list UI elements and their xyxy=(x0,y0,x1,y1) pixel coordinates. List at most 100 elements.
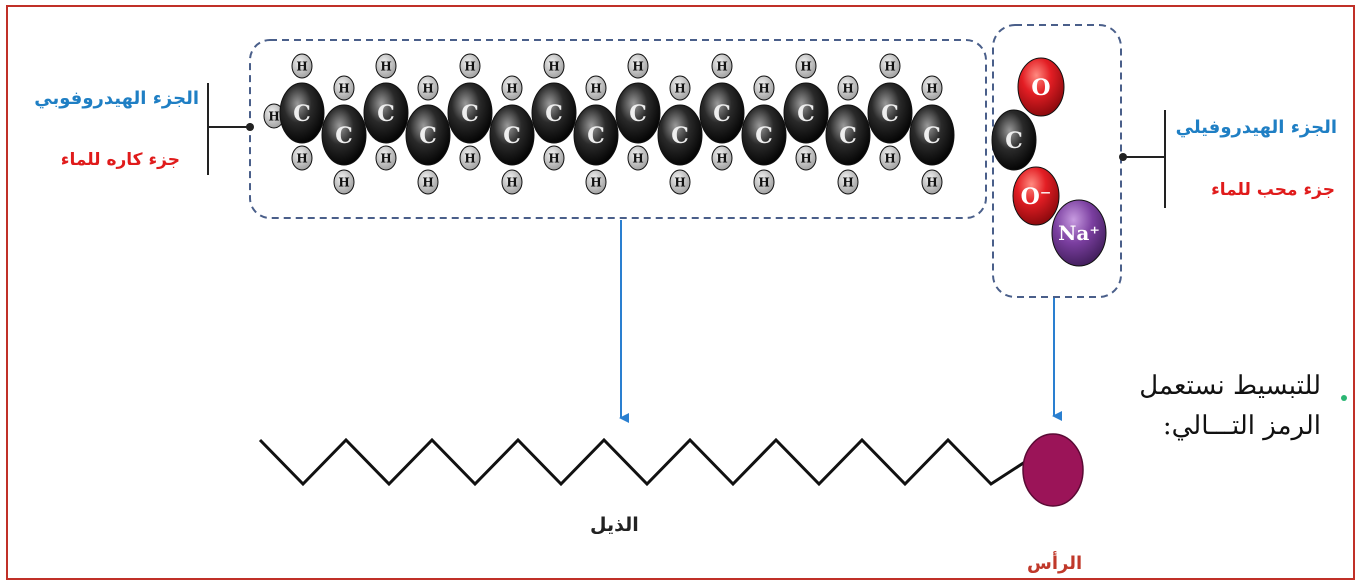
sodium-ion: Na⁺ xyxy=(1051,199,1107,267)
hydrogen-atom-symbol: H xyxy=(926,175,937,189)
hydrogen-atom-symbol: H xyxy=(548,59,559,73)
hydrogen-atom-symbol: H xyxy=(800,151,811,165)
carbon-atom-symbol: C xyxy=(671,123,689,149)
hydrogen-atom: H xyxy=(753,169,775,195)
hydrogen-atom: H xyxy=(753,75,775,101)
hydrogen-atom-shape xyxy=(711,145,733,171)
hydrogen-atom: H xyxy=(291,145,313,171)
carbon-atom-symbol: C xyxy=(923,123,941,149)
hydrogen-atom-shape xyxy=(879,145,901,171)
head-label: الرأس xyxy=(1027,553,1083,574)
hydrogen-atom-symbol: H xyxy=(422,81,433,95)
hydrogen-atom: H xyxy=(291,53,313,79)
carbon-atom: C xyxy=(699,82,745,144)
hydrogen-atom-shape xyxy=(753,169,775,195)
hydrogen-atom-shape xyxy=(795,145,817,171)
hydrogen-atom: H xyxy=(543,145,565,171)
hydrogen-atom: H xyxy=(711,145,733,171)
hydrogen-atom-shape xyxy=(627,53,649,79)
hydrogen-atom-shape xyxy=(333,169,355,195)
carbon-atom-symbol: C xyxy=(293,101,311,127)
hydrogen-atom-symbol: H xyxy=(590,175,601,189)
carbon-atom-shape xyxy=(657,104,703,166)
carbon-atom: C xyxy=(405,104,451,166)
hydrogen-atom-symbol: H xyxy=(380,151,391,165)
hydrogen-atom: H xyxy=(627,145,649,171)
note-text: للتبسيط نستعمل الرمز التـــالي: xyxy=(1139,366,1321,446)
diagram-frame xyxy=(6,5,1355,580)
hydrogen-atom-shape xyxy=(879,53,901,79)
hydrogen-atom-symbol: H xyxy=(758,81,769,95)
carbon-atom-shape xyxy=(279,82,325,144)
hydrogen-atom-symbol: H xyxy=(716,59,727,73)
carbon-atom-shape xyxy=(867,82,913,144)
tail-label: الذيل xyxy=(590,514,639,536)
hydrogen-atom-symbol: H xyxy=(422,175,433,189)
hydrogen-atom: H xyxy=(627,53,649,79)
water-attracting-label: جزء محب للماء xyxy=(1211,180,1335,200)
hydrogen-atom: H xyxy=(417,169,439,195)
hydrogen-atom: H xyxy=(711,53,733,79)
carbon-atom-symbol: C xyxy=(503,123,521,149)
hydrogen-atom: H xyxy=(921,169,943,195)
carbon-atom: C xyxy=(321,104,367,166)
head-circle xyxy=(1022,433,1084,507)
hydrogen-atom-symbol: H xyxy=(842,81,853,95)
carbon-atom: C xyxy=(615,82,661,144)
hydrogen-atom-symbol: H xyxy=(716,151,727,165)
hydrogen-atom: H xyxy=(921,75,943,101)
hydrogen-atom: H xyxy=(501,169,523,195)
hydrogen-atom-symbol: H xyxy=(884,151,895,165)
hydrogen-atom-shape xyxy=(627,145,649,171)
hydrogen-atom-shape xyxy=(333,75,355,101)
carbon-atom-shape xyxy=(531,82,577,144)
carbon-atom-symbol: C xyxy=(881,101,899,127)
hydrogen-atom-shape xyxy=(837,169,859,195)
hydrogen-atom: H xyxy=(459,145,481,171)
carbon-atom-symbol: C xyxy=(713,101,731,127)
hydrogen-atom-shape xyxy=(921,75,943,101)
carbon-atom-shape xyxy=(699,82,745,144)
note-line-1: للتبسيط نستعمل xyxy=(1139,371,1321,401)
carbon-atom-symbol: C xyxy=(797,101,815,127)
hydrogen-atom-symbol: H xyxy=(926,81,937,95)
oxygen-ion-shape xyxy=(1012,166,1060,226)
hydrogen-atom-symbol: H xyxy=(674,175,685,189)
carbon-atom: C xyxy=(991,109,1037,171)
hydrogen-atom-shape xyxy=(711,53,733,79)
carbon-atom-shape xyxy=(447,82,493,144)
carbon-atom-symbol: C xyxy=(545,101,563,127)
hydrogen-atom-shape xyxy=(501,75,523,101)
hydrogen-atom: H xyxy=(837,169,859,195)
hydrogen-atom-symbol: H xyxy=(590,81,601,95)
hydrogen-atom-symbol: H xyxy=(296,59,307,73)
hydrophilic-label: الجزء الهيدروفيلي xyxy=(1175,117,1337,138)
sodium-ion-shape xyxy=(1051,199,1107,267)
carbon-atom-shape xyxy=(991,109,1037,171)
hydrogen-atom-shape xyxy=(459,145,481,171)
hydrogen-atom: H xyxy=(375,145,397,171)
carbon-atom-symbol: C xyxy=(377,101,395,127)
hydrogen-atom-shape xyxy=(375,145,397,171)
carbon-atom-symbol: C xyxy=(461,101,479,127)
hydrogen-atom: H xyxy=(501,75,523,101)
note-bullet xyxy=(1341,395,1347,401)
sodium-ion-symbol: Na⁺ xyxy=(1058,221,1100,245)
hydrophilic-region-box xyxy=(992,24,1122,298)
carbon-atom-shape xyxy=(321,104,367,166)
hydrogen-atom-symbol: H xyxy=(548,151,559,165)
left-connector-dot xyxy=(246,123,254,131)
hydrogen-atom-symbol: H xyxy=(380,59,391,73)
hydrogen-atom-shape xyxy=(669,169,691,195)
hydrogen-atom-shape xyxy=(585,169,607,195)
carbon-atom: C xyxy=(573,104,619,166)
hydrophobic-label: الجزء الهيدروفوبي xyxy=(34,88,199,109)
carbon-atom-symbol: C xyxy=(419,123,437,149)
carbon-atom-shape xyxy=(783,82,829,144)
hydrogen-atom-shape xyxy=(501,169,523,195)
carbon-atom: C xyxy=(783,82,829,144)
hydrogen-atom-shape xyxy=(837,75,859,101)
hydrogen-atom-symbol: H xyxy=(758,175,769,189)
hydrogen-atom-shape xyxy=(417,169,439,195)
hydrogen-atom: H xyxy=(585,75,607,101)
